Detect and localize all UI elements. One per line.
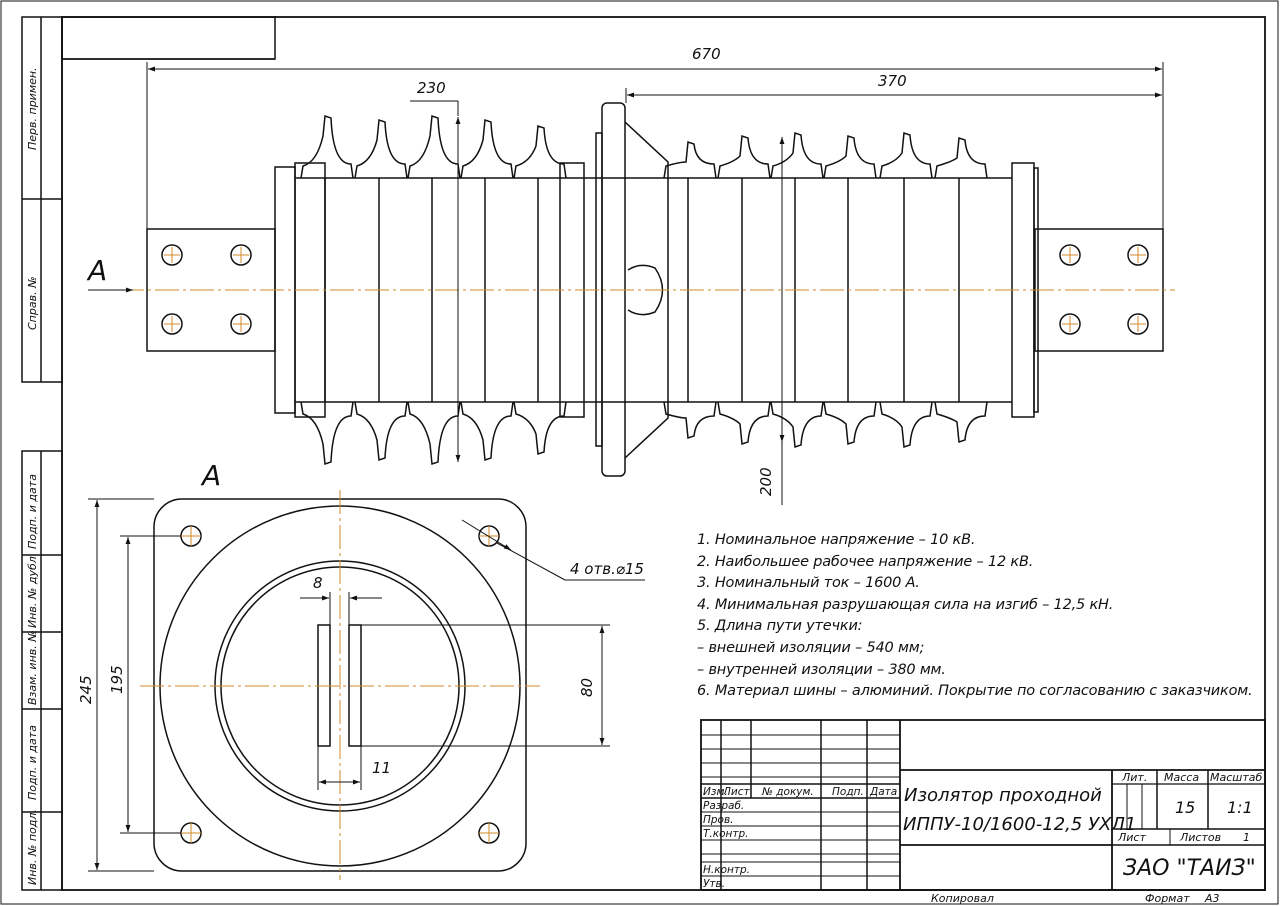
dim-slot-height: 80 — [578, 678, 596, 697]
role-nkontr: Н.контр. — [703, 864, 750, 876]
view-a-dimensions — [88, 498, 645, 872]
shed-lower — [934, 401, 988, 444]
note-line: 5. Длина пути утечки: — [697, 618, 863, 635]
side-stamp-label: Взам. инв. № — [26, 630, 39, 705]
dim-left: 230 — [417, 79, 446, 97]
dim-slot-gap: 8 — [313, 574, 323, 592]
title-block — [700, 719, 1266, 891]
dim-slot-width: 11 — [372, 759, 391, 777]
role-prov: Пров. — [703, 814, 734, 826]
dim-right: 370 — [878, 72, 907, 90]
technical-notes: 1. Номинальное напряжение – 10 кВ. 2. На… — [697, 530, 1267, 703]
mass-label: Масса — [1164, 771, 1199, 784]
shed-upper — [354, 118, 408, 179]
note-line: 2. Наибольшее рабочее напряжение – 12 кВ… — [697, 553, 1034, 570]
role-utv: Утв. — [703, 878, 725, 890]
shed-upper — [823, 134, 877, 179]
front-dimensions — [88, 62, 1164, 505]
col-data: Дата — [869, 786, 897, 798]
scale-label: Масштаб — [1210, 771, 1262, 784]
shed-lower — [407, 401, 461, 466]
side-stamp — [21, 16, 63, 891]
shed-lower — [770, 401, 824, 449]
sheet-label: Лист — [1117, 831, 1146, 844]
col-podp: Подп. — [832, 786, 864, 798]
shed-upper — [663, 140, 717, 179]
shed-upper — [934, 136, 988, 179]
company-name: ЗАО "ТАИЗ" — [1123, 856, 1256, 881]
dim-holes: 195 — [108, 665, 126, 694]
footer-format-label: Формат — [1145, 892, 1190, 905]
shed-lower — [663, 401, 717, 440]
shed-upper — [513, 124, 567, 179]
footer-format-value: А3 — [1204, 892, 1220, 905]
lit-label: Лит. — [1121, 771, 1147, 784]
shed-lower — [717, 401, 771, 446]
role-tkontr: Т.контр. — [703, 828, 749, 840]
side-stamp-label: Инв. № подл. — [26, 809, 39, 885]
side-stamp-label: Инв. № дубл. — [26, 553, 39, 628]
view-a-centerlines — [140, 490, 540, 880]
shed-lower — [879, 401, 933, 449]
footer-copied: Копировал — [931, 892, 994, 905]
dim-outer: 245 — [77, 675, 95, 704]
holes-note: 4 отв.⌀15 — [570, 560, 644, 578]
shed-lower — [300, 401, 354, 466]
note-line: 3. Номинальный ток – 1600 А. — [697, 575, 920, 592]
shed-upper — [879, 131, 933, 179]
centerlines — [120, 247, 1175, 332]
view-letter: А — [86, 254, 107, 287]
side-stamp-label: Подп. и дата — [26, 474, 39, 549]
shed-lower — [354, 401, 408, 462]
shed-upper — [300, 114, 354, 179]
col-list: Лист — [722, 786, 750, 798]
dim-height: 200 — [757, 467, 775, 496]
note-line: 4. Минимальная разрушающая сила на изгиб… — [697, 596, 1114, 613]
note-line: 1. Номинальное напряжение – 10 кВ. — [697, 532, 976, 548]
shed-upper — [407, 114, 461, 179]
scale-value: 1:1 — [1227, 798, 1253, 817]
role-razrab: Разраб. — [703, 800, 744, 812]
sheets-label: Листов — [1179, 831, 1221, 844]
mass-value: 15 — [1175, 798, 1195, 817]
side-stamp-label: Справ. № — [26, 276, 39, 330]
shed-lower — [460, 401, 514, 462]
note-line: – внешней изоляции – 540 мм; — [697, 639, 925, 656]
shed-lower — [823, 401, 877, 446]
note-line: – внутренней изоляции – 380 мм. — [697, 661, 946, 678]
shed-upper — [770, 131, 824, 179]
shed-upper — [460, 118, 514, 179]
sheets-value: 1 — [1243, 831, 1250, 844]
side-stamp-label: Подп. и дата — [26, 725, 39, 800]
busbar-holes — [161, 244, 1149, 335]
side-stamp-label: Перв. примен. — [26, 67, 39, 150]
product-name-line1: Изолятор проходной — [904, 785, 1102, 806]
dim-overall: 670 — [692, 45, 721, 63]
note-line: 6. Материал шины – алюминий. Покрытие по… — [697, 683, 1253, 700]
shed-lower — [513, 401, 567, 456]
product-name-line2: ИППУ-10/1600-12,5 УХЛ1 — [903, 814, 1136, 835]
col-doc: № докум. — [761, 786, 814, 798]
view-a-title: А — [200, 459, 221, 492]
col-izm: Изм. — [703, 786, 728, 798]
shed-upper — [717, 134, 771, 179]
